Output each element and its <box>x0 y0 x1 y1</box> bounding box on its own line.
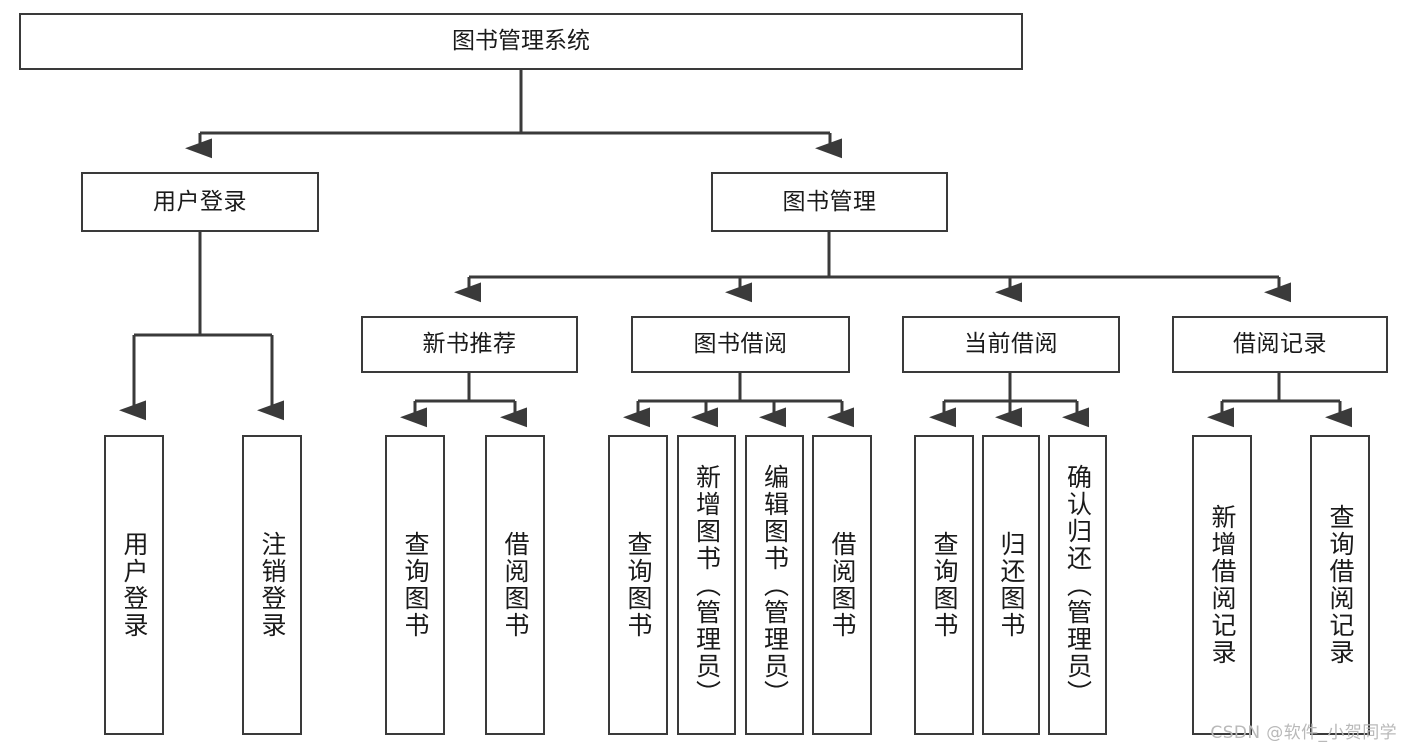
leaf-recommend-query-book[interactable]: 查询图书 <box>385 435 445 735</box>
node-book-borrow[interactable]: 图书借阅 <box>631 316 850 373</box>
node-label: 图书管理 <box>782 188 877 215</box>
leaf-borrow-edit-book-admin[interactable]: 编辑图书（管理员） <box>745 435 804 735</box>
node-label: 注销登录 <box>258 531 287 639</box>
node-label: 借阅图书 <box>501 531 530 639</box>
node-new-book-recommend[interactable]: 新书推荐 <box>361 316 578 373</box>
node-label: 图书借阅 <box>693 331 788 357</box>
leaf-borrow-add-book-admin[interactable]: 新增图书（管理员） <box>677 435 736 735</box>
leaf-borrow-borrow-book[interactable]: 借阅图书 <box>812 435 872 735</box>
node-current-borrow[interactable]: 当前借阅 <box>902 316 1120 373</box>
node-label: 新增图书（管理员） <box>692 463 722 707</box>
node-label: 借阅记录 <box>1233 331 1327 357</box>
node-label: 当前借阅 <box>964 331 1058 357</box>
node-root-system[interactable]: 图书管理系统 <box>19 13 1023 70</box>
node-label: 新增借阅记录 <box>1208 504 1237 666</box>
leaf-record-add-record[interactable]: 新增借阅记录 <box>1192 435 1252 735</box>
node-label: 图书管理系统 <box>452 28 590 54</box>
leaf-current-return-book[interactable]: 归还图书 <box>982 435 1040 735</box>
node-label: 用户登录 <box>120 531 149 639</box>
leaf-user-login-signin[interactable]: 用户登录 <box>104 435 164 735</box>
node-label: 新书推荐 <box>422 331 517 357</box>
node-label: 查询图书 <box>624 531 653 639</box>
leaf-borrow-query-book[interactable]: 查询图书 <box>608 435 668 735</box>
node-label: 确认归还（管理员） <box>1063 463 1093 707</box>
node-label: 查询图书 <box>930 531 959 639</box>
node-label: 查询借阅记录 <box>1326 504 1355 666</box>
watermark-text: CSDN @软件_小贺同学 <box>1210 723 1397 743</box>
leaf-current-confirm-return-admin[interactable]: 确认归还（管理员） <box>1048 435 1107 735</box>
node-label: 借阅图书 <box>828 531 857 639</box>
node-label: 编辑图书（管理员） <box>760 463 790 707</box>
leaf-recommend-borrow-book[interactable]: 借阅图书 <box>485 435 545 735</box>
node-borrow-record[interactable]: 借阅记录 <box>1172 316 1388 373</box>
leaf-record-query-record[interactable]: 查询借阅记录 <box>1310 435 1370 735</box>
node-book-management[interactable]: 图书管理 <box>711 172 948 232</box>
leaf-current-query-book[interactable]: 查询图书 <box>914 435 974 735</box>
node-user-login[interactable]: 用户登录 <box>81 172 319 232</box>
node-label: 查询图书 <box>401 531 430 639</box>
node-label: 用户登录 <box>153 188 247 215</box>
node-label: 归还图书 <box>997 531 1026 639</box>
leaf-user-login-signout[interactable]: 注销登录 <box>242 435 302 735</box>
